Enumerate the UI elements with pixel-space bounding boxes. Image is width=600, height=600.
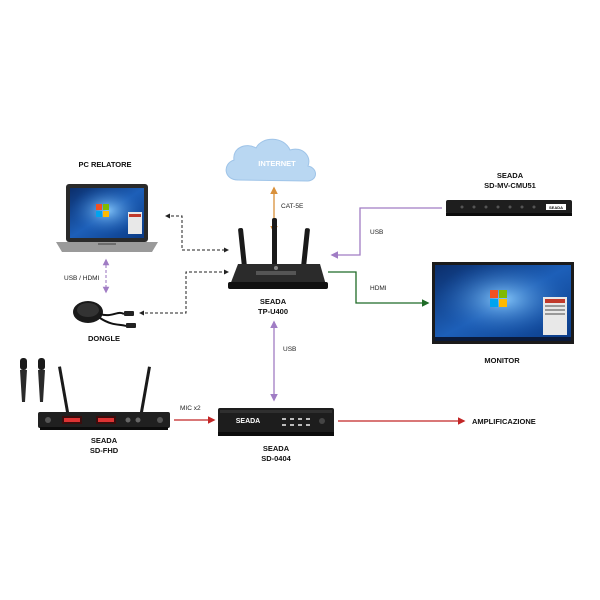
cmu-brand: SEADA (497, 171, 524, 180)
mic-model: SD-FHD (90, 446, 119, 455)
monitor-icon (432, 262, 574, 344)
cat5e-label: CAT-5E (281, 203, 304, 210)
cmu-model: SD-MV-CMU51 (484, 181, 536, 190)
usb-hdmi-label: USB / HDMI (64, 275, 100, 282)
mic-x2-label: MIC x2 (180, 405, 201, 412)
dongle-label: DONGLE (88, 334, 120, 343)
dongle-icon (73, 301, 136, 328)
pc-router-link (165, 213, 229, 253)
router-brand: SEADA (260, 297, 287, 306)
router-model: TP-U400 (258, 307, 288, 316)
hdmi-monitor-link (328, 271, 430, 307)
pc-label: PC RELATORE (78, 160, 131, 169)
internet-label: INTERNET (258, 159, 296, 168)
internet-cloud-icon (225, 138, 316, 182)
cmu-device-logo: SEADA (549, 205, 563, 210)
usb-cmu-label: USB (370, 229, 383, 236)
router-device-icon (228, 218, 328, 289)
laptop-icon (56, 184, 158, 252)
processor-device-icon (218, 408, 334, 436)
mic-brand: SEADA (91, 436, 118, 445)
amp-label: AMPLIFICAZIONE (472, 417, 536, 426)
usb-processor-label: USB (283, 346, 296, 353)
microphone-icon (20, 358, 45, 402)
dongle-router-link (139, 269, 229, 316)
cmu-device-icon (446, 200, 572, 216)
usb-cmu-link (330, 207, 442, 259)
hdmi-monitor-label: HDMI (370, 285, 387, 292)
processor-brand: SEADA (263, 444, 290, 453)
monitor-label: MONITOR (484, 356, 520, 365)
processor-model: SD-0404 (261, 454, 291, 463)
processor-device-logo: SEADA (236, 418, 261, 425)
receiver-device-icon (38, 366, 170, 430)
